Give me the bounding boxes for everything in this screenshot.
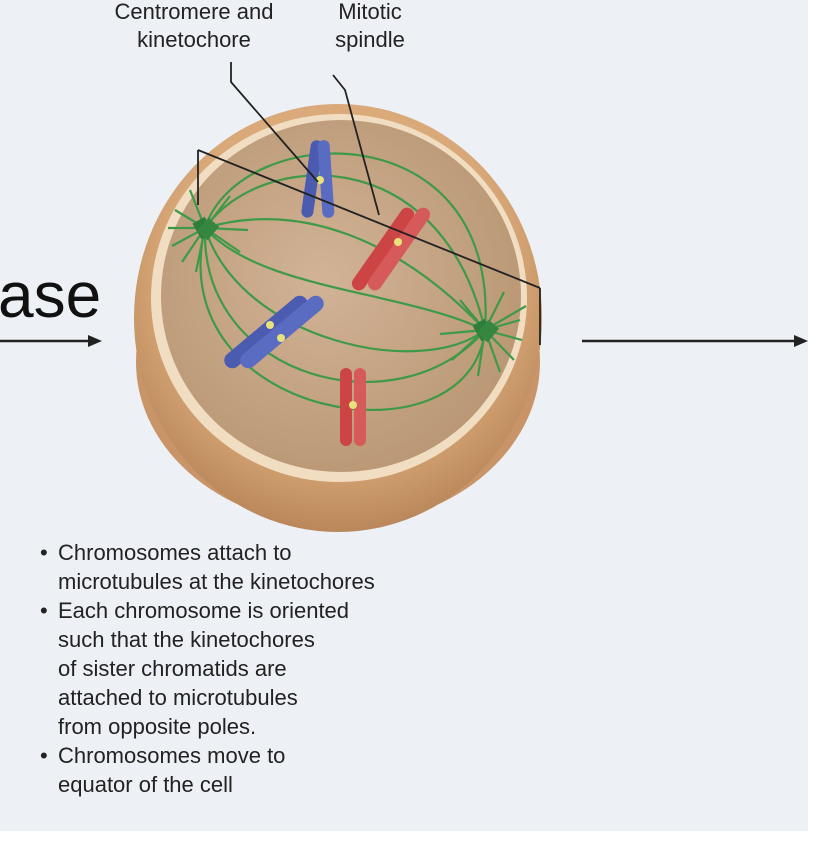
stage-title-fragment: ase (0, 259, 102, 331)
bullet-item: • Chromosomes move to equator of the cell (40, 741, 375, 799)
label-spindle-line1: Mitotic (338, 0, 402, 24)
metaphase-description-list: • Chromosomes attach to microtubules at th… (40, 538, 375, 799)
bullet-marker: • (40, 598, 48, 623)
bullet-text-line: equator of the cell (58, 772, 233, 797)
label-mitotic-spindle: Mitotic spindle (318, 0, 422, 54)
label-centromere-line1: Centromere and (114, 0, 274, 24)
label-centromere-kinetochore: Centromere and kinetochore (86, 0, 302, 54)
bullet-text-line: microtubules at the kinetochores (58, 569, 375, 594)
bullet-item: • Each chromosome is oriented such that th… (40, 596, 375, 741)
right-arrow-icon (582, 335, 808, 347)
bullet-marker: • (40, 743, 48, 768)
bullet-text-line: Chromosomes attach to (58, 540, 292, 565)
bullet-text-line: Each chromosome is oriented (58, 598, 350, 623)
chromosome-red-lower (340, 368, 366, 446)
cell-body (134, 104, 542, 532)
kinetochore-dot (277, 334, 285, 342)
bullet-text-line: such that the kinetochores (58, 627, 315, 652)
chromosome-red-upper (351, 207, 431, 291)
centrosome-left (192, 216, 220, 241)
bullet-item: • Chromosomes attach to microtubules at th… (40, 538, 375, 596)
kinetochore-dot (266, 321, 274, 329)
centrosome-right (472, 318, 500, 343)
label-spindle-line2: spindle (335, 27, 405, 52)
leader-line-spindle (197, 74, 541, 345)
left-arrow-icon (0, 335, 102, 347)
bullet-marker: • (40, 540, 48, 565)
leader-line-centromere (230, 62, 319, 183)
kinetochore-dot (394, 238, 402, 246)
label-centromere-line2: kinetochore (137, 27, 251, 52)
bullet-text-line: Chromosomes move to (58, 743, 286, 768)
bullet-text-line: of sister chromatids are (58, 656, 287, 681)
bullet-text-line: from opposite poles. (58, 714, 257, 739)
kinetochore-dot (349, 401, 357, 409)
chromosome-blue-lower (224, 295, 324, 369)
bullet-text-line: attached to microtubules (58, 685, 298, 710)
